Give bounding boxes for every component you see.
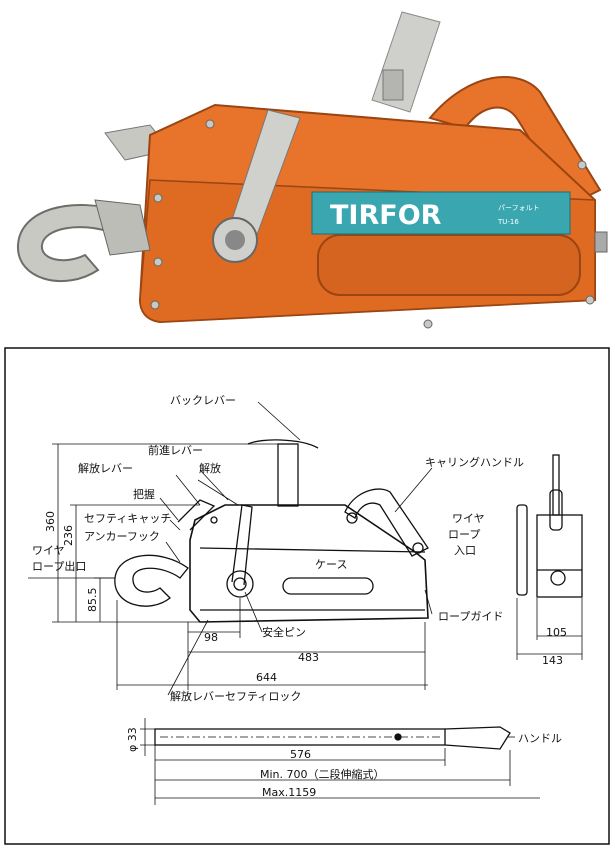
dim-143: 143 [542,654,563,667]
dim-576: 576 [290,748,311,761]
technical-drawing: バックレバー 前進レバー 解放レバー 解放 把握 セフティキャッチ アンカーフッ… [4,347,610,845]
product-photo: TIRFOR パーフォルト TU-16 [0,0,615,340]
label-wire-rope-entry-2: ロープ [448,528,480,541]
label-release: 解放 [199,461,221,475]
drawing-frame [4,347,610,845]
dim-phi33: φ 33 [126,727,139,752]
label-case: ケース [315,558,347,571]
label-carrying-handle: キャリングハンドル [425,455,524,469]
label-wire-rope-exit-2: ロープ出口 [32,559,86,573]
label-handle: ハンドル [518,732,562,745]
label-wire-rope-entry-1: ワイヤ [452,512,485,525]
forward-lever-photo [212,109,301,263]
label-safety-catch: セフティキャッチ [84,512,171,525]
dimension-lines [28,401,583,805]
label-safety-pin: 安全ピン [262,625,306,639]
dim-105: 105 [546,626,567,639]
side-view [114,439,429,623]
dim-98: 98 [204,631,218,644]
dim-360: 360 [44,511,57,532]
handle-drawing [154,726,511,750]
dim-min700: Min. 700（二段伸縮式） [260,767,385,781]
dim-85-5: 85.5 [86,588,99,613]
label-release-lever: 解放レバー [78,461,133,475]
brand-name: TIRFOR [330,200,442,231]
label-rope-guide: ロープガイド [438,610,503,623]
bolts [150,119,595,329]
label-anchor-hook: アンカーフック [84,530,160,543]
front-view [516,454,583,598]
dim-644: 644 [256,671,277,684]
anchor-hook-photo [16,199,151,283]
brand-model: TU-16 [497,218,519,226]
label-wire-rope-exit-1: ワイヤ [32,544,65,557]
label-grip: 把握 [133,487,155,501]
dim-483: 483 [298,651,319,664]
brand-subtitle: パーフォルト [498,204,540,212]
label-release-lever-safety-lock: 解放レバーセフティロック [170,689,301,703]
dim-236: 236 [62,525,75,546]
label-wire-rope-entry-3: 入口 [454,544,476,557]
label-forward-lever: 前進レバー [148,443,203,457]
label-back-lever: バックレバー [170,394,236,407]
brand-label: TIRFOR パーフォルト TU-16 [311,191,571,235]
lever-bar [371,11,441,113]
dim-max1159: Max.1159 [262,786,316,799]
recessed-panel [317,234,581,296]
